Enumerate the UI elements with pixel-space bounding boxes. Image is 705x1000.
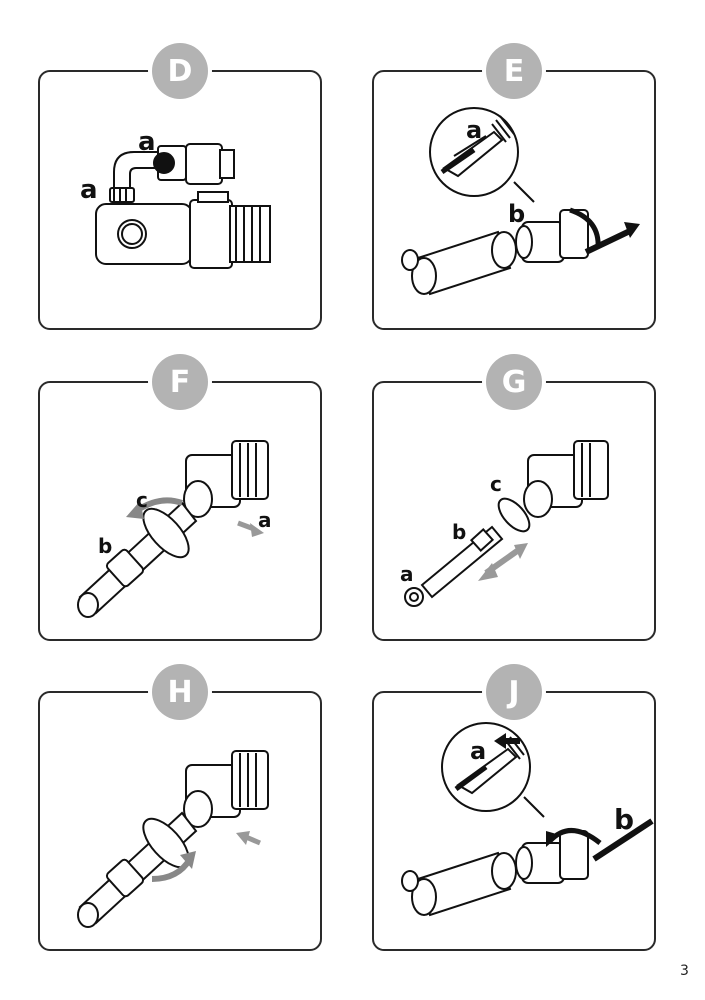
label-c: c <box>136 488 148 512</box>
illustration-h <box>77 750 269 928</box>
step-panel-j: J a b <box>372 664 656 951</box>
label-b: b <box>614 803 634 836</box>
step-panel-d: D a a <box>38 43 322 330</box>
label-a: a <box>400 562 414 586</box>
label-a: a <box>470 737 486 765</box>
step-panel-e: E a b <box>372 43 656 330</box>
label-a: a <box>466 116 482 144</box>
step-badge-j: J <box>486 664 542 720</box>
step-badge-g: G <box>486 354 542 410</box>
label-a: a <box>258 508 272 532</box>
step-panel-g: G c b a <box>372 354 656 641</box>
step-badge-f: F <box>152 354 208 410</box>
page-number: 3 <box>680 963 689 979</box>
illustration-d: a a <box>80 127 271 269</box>
label-c: c <box>490 472 502 496</box>
illustration-f: c b a <box>77 440 272 618</box>
label-a-left: a <box>80 175 98 205</box>
illustration-j: a b <box>401 722 654 917</box>
label-b: b <box>452 520 466 544</box>
step-badge-d: D <box>152 43 208 99</box>
label-a-top: a <box>138 127 156 157</box>
step-panel-f: F c b a <box>38 354 322 641</box>
step-panel-h: H <box>38 664 322 951</box>
label-b: b <box>508 200 525 228</box>
step-badge-h: H <box>152 664 208 720</box>
illustration-e: a b <box>401 107 640 296</box>
illustration-g: c b a <box>400 440 609 607</box>
step-badge-e: E <box>486 43 542 99</box>
label-b: b <box>98 534 112 558</box>
